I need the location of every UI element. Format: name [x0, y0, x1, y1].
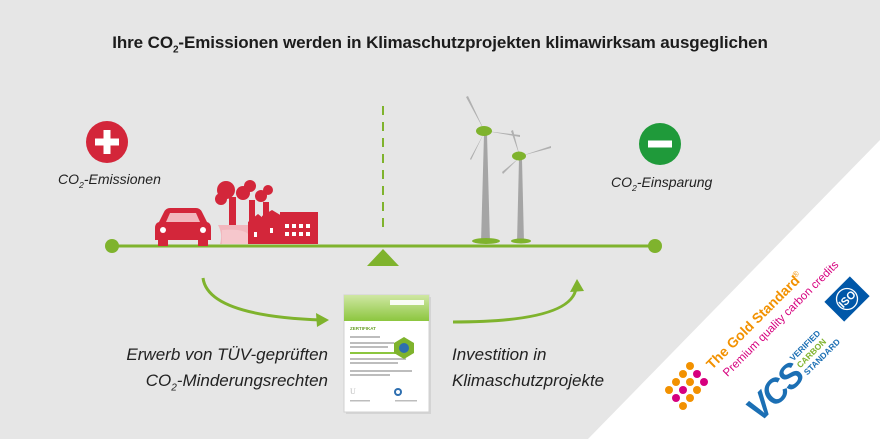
investment-line1: Investition in: [452, 345, 547, 364]
emissions-label: CO2-Emissionen: [58, 171, 161, 190]
iso-logo: ISO: [824, 276, 870, 322]
investment-line2: Klimaschutzprojekte: [452, 371, 605, 390]
beam-end-right: [648, 239, 662, 253]
arrow-investment: [452, 287, 578, 324]
acquisition-line2: CO2-Minderungsrechten: [145, 371, 328, 394]
wind-turbine-icon: [466, 96, 520, 243]
logo-panel: [588, 140, 880, 439]
page-title: Ihre CO2-Emissionen werden in Klimaschut…: [112, 33, 768, 56]
beam-end-left: [105, 239, 119, 253]
wind-turbine-icon: [502, 130, 551, 243]
gold-standard-dots-icon: [665, 362, 708, 410]
turbine-base: [472, 238, 500, 244]
car-icon: [155, 208, 211, 246]
investment-label: Investition in Klimaschutzprojekte: [452, 342, 652, 394]
arrow-acquisition: [201, 277, 323, 322]
gold-standard-registered: ®: [790, 269, 801, 280]
minus-circle-icon: [639, 123, 681, 165]
acquisition-label: Erwerb von TÜV-geprüften CO2-Minderungsr…: [80, 342, 328, 401]
acquisition-line1: Erwerb von TÜV-geprüften: [126, 345, 328, 364]
certificate-heading: ZERTIFIKAT: [350, 326, 376, 331]
plus-circle-icon: [86, 121, 128, 163]
certificate-icon: ZERTIFIKAT U: [343, 294, 431, 414]
factory-icon: [215, 180, 318, 244]
savings-label: CO2-Einsparung: [611, 174, 713, 193]
arrow-acquisition-head: [316, 313, 329, 327]
balance-fulcrum: [367, 249, 399, 266]
arrow-investment-head: [570, 279, 584, 292]
svg-text:U: U: [350, 387, 356, 396]
turbine-base: [511, 238, 531, 244]
